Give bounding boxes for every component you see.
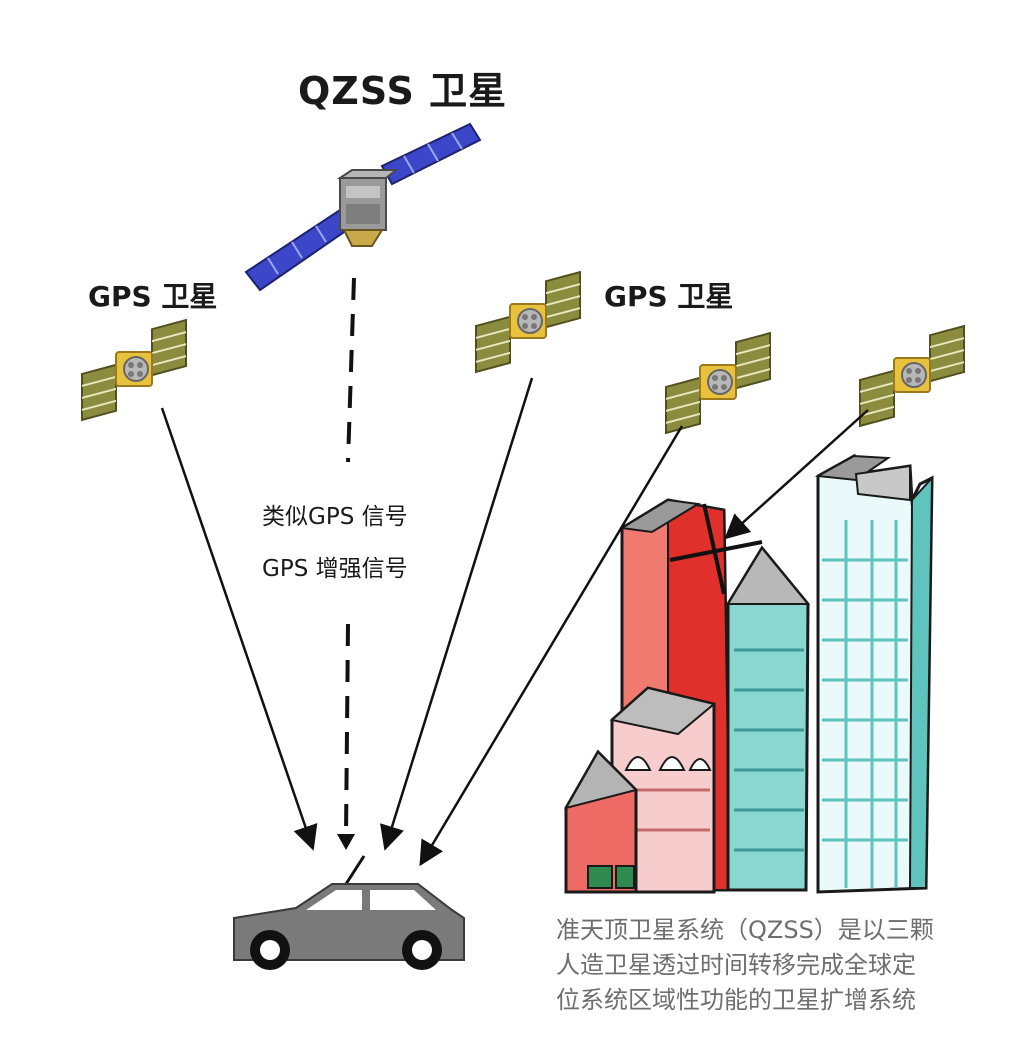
gps-satellite-icon xyxy=(80,318,188,422)
signal-arrow-gps-right xyxy=(419,425,684,867)
car-icon xyxy=(233,855,465,970)
buildings-illustration xyxy=(563,453,934,894)
signal-label-gps-like: 类似GPS 信号 xyxy=(262,504,408,530)
qzss-signal-dashed-line xyxy=(344,277,356,837)
caption-line: 人造卫星透过时间转移完成全球定 xyxy=(556,951,916,979)
gps-satellite-icon xyxy=(664,331,772,435)
signal-arrow-blocked xyxy=(724,409,869,540)
signal-arrows xyxy=(160,377,869,867)
signal-arrow-gps-left xyxy=(160,407,318,851)
gps-satellite-label-left: GPS 卫星 xyxy=(88,280,218,313)
gps-satellite-icon xyxy=(858,324,966,428)
signal-label-gps-augmentation: GPS 增强信号 xyxy=(262,556,408,582)
qzss-satellite-icon xyxy=(244,122,482,292)
gps-satellite-label-right: GPS 卫星 xyxy=(604,280,734,313)
qzss-satellite-label: QZSS 卫星 xyxy=(298,69,508,113)
caption: 准天顶卫星系统（QZSS）是以三颗 人造卫星透过时间转移完成全球定 位系统区域性… xyxy=(556,913,996,1018)
caption-line: 位系统区域性功能的卫星扩增系统 xyxy=(556,986,916,1014)
caption-line: 准天顶卫星系统（QZSS）是以三颗 xyxy=(556,916,934,944)
signal-arrow-gps-center xyxy=(380,377,534,851)
qzss-signal-arrowhead xyxy=(337,834,355,850)
gps-satellite-icon xyxy=(474,270,582,374)
